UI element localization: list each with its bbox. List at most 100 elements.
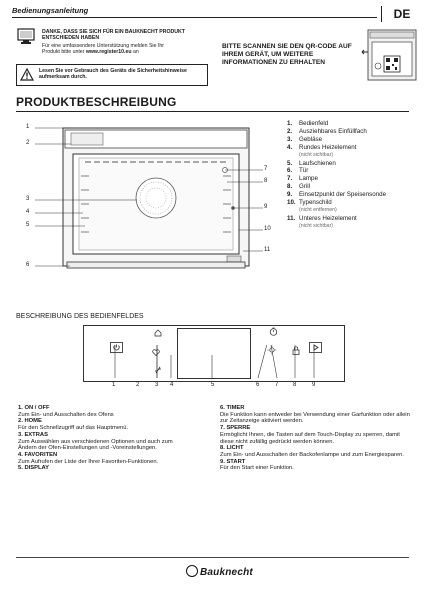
extras-icon	[154, 361, 162, 374]
panel-callout-3: 3	[155, 382, 159, 388]
panel-callout-8: 8	[293, 382, 297, 388]
part-label: Gebläse	[299, 135, 323, 143]
warning-icon	[19, 67, 35, 81]
light-icon	[267, 342, 277, 355]
description-title: 2. HOME	[18, 418, 42, 425]
part-label: Tür	[299, 167, 309, 175]
part-item: 8. Grill	[287, 183, 417, 191]
power-icon	[110, 340, 123, 353]
part-number: 8.	[287, 183, 293, 191]
part-number: 2.	[287, 127, 293, 135]
part-text: Rundes Heizelement(nicht sichtbar)	[299, 144, 356, 160]
part-item: 10.Typenschild(nicht entfernen)	[287, 199, 417, 215]
oven-callout-5: 5	[26, 222, 30, 228]
part-text: Gebläse	[299, 136, 322, 144]
part-label: Typenschild	[299, 199, 332, 207]
oven-diagram	[15, 116, 285, 280]
part-text: Lampe	[299, 175, 318, 183]
description-title: 6. TIMER	[220, 405, 245, 411]
part-item: 7.Lampe	[287, 175, 417, 183]
section-title: PRODUKTBESCHREIBUNG	[16, 95, 177, 109]
register-link[interactable]: www.register10.eu	[85, 49, 132, 55]
description-text: Zum Ein- und Ausschalten des Ofens	[18, 411, 114, 418]
computer-icon	[17, 28, 35, 45]
part-number: 4.	[287, 143, 293, 151]
part-item: 11.Unteres Heizelement(nicht sichtbar)	[287, 215, 417, 231]
oven-callout-2: 2	[26, 140, 30, 146]
panel-callout-1: 1	[112, 382, 116, 388]
qr-scan-text: BITTE SCANNEN SIE DEN QR-CODE AUF IHREM …	[222, 43, 352, 66]
part-number: 9.	[287, 191, 293, 199]
warning-box: Lesen Sie vor Gebrauch des Geräts die Si…	[16, 64, 208, 86]
part-label: Ausziehbares Einfüllfach	[299, 127, 367, 135]
brand-mark-icon	[186, 565, 198, 577]
oven-callout-6: 6	[26, 262, 30, 268]
part-label: Bedienfeld	[299, 120, 329, 127]
part-item: 4. Rundes Heizelement(nicht sichtbar)	[287, 144, 417, 160]
description-text: Zum Ein- und Ausschalten der Backofenlam…	[220, 451, 404, 458]
part-text: Typenschild(nicht entfernen)	[299, 199, 337, 215]
panel-callout-6: 6	[256, 382, 260, 388]
panel-callout-5: 5	[211, 382, 215, 388]
part-number: 3.	[287, 135, 293, 143]
oven-callout-1: 1	[26, 124, 30, 130]
part-text: Ausziehbares Einfüllfach	[299, 128, 367, 136]
footer-divider	[16, 557, 409, 558]
oven-callout-4: 4	[26, 209, 30, 215]
description-title: 4. FAVORITEN	[18, 451, 58, 458]
description-title: 1. ON / OFF	[18, 405, 50, 411]
oven-callout-7: 7	[264, 166, 268, 172]
oven-callout-9: 9	[264, 204, 268, 210]
part-item: 2. Ausziehbares Einfüllfach	[287, 128, 417, 136]
description-text: Zum Aufrufen der Liste der Ihrer Favorit…	[18, 458, 159, 465]
panel-title: BESCHREIBUNG DES BEDIENFELDES	[16, 313, 144, 320]
part-label: Laufschienen	[299, 159, 336, 167]
timer-icon	[269, 323, 278, 336]
oven-callout-10: 10	[264, 226, 271, 232]
display-area	[177, 328, 251, 379]
part-text: Tür	[299, 167, 308, 175]
panel-leader-lines	[83, 324, 343, 380]
description-title: 9. START	[220, 458, 246, 465]
part-label: Einsetzpunkt der Speisensonde	[299, 191, 387, 199]
part-text: Unteres Heizelement(nicht sichtbar)	[299, 215, 357, 231]
part-number: 6.	[287, 167, 293, 175]
manual-title: Bedienungsanleitung	[12, 6, 89, 15]
part-item: 9. Einsetzpunkt der Speisensonde	[287, 191, 417, 199]
panel-callout-9: 9	[312, 382, 316, 388]
warning-text: Lesen Sie vor Gebrauch des Geräts die Si…	[39, 68, 187, 80]
description-text: Für den Start einer Funktion.	[220, 465, 294, 472]
part-label: Rundes Heizelement	[299, 143, 357, 151]
thanks-text: DANKE, DASS SIE SICH FÜR EIN BAUKNECHT P…	[42, 29, 185, 41]
control-panel-illustration	[83, 325, 345, 382]
description-text: Für den Schnellzugriff auf das Hauptmenü…	[18, 425, 129, 432]
oven-qr-illustration	[358, 24, 418, 86]
part-item: 3. Gebläse	[287, 136, 417, 144]
favorites-icon	[152, 343, 160, 356]
panel-callout-4: 4	[170, 382, 174, 388]
description-text: Die Funktion kann entweder bei Verwendun…	[220, 411, 410, 425]
panel-callout-2: 2	[136, 382, 140, 388]
part-text: Bedienfeld	[299, 120, 328, 128]
oven-callout-11: 11	[264, 247, 271, 253]
brand-logo: Bauknecht	[186, 565, 253, 578]
oven-callout-3: 3	[26, 196, 30, 202]
description-text: Zum Auswählen aus verschiedenen Optionen…	[18, 438, 173, 452]
part-note: (nicht sichtbar)	[299, 151, 334, 158]
home-icon	[154, 324, 162, 337]
panel-callout-7: 7	[275, 382, 279, 388]
part-number: 11.	[287, 214, 296, 222]
part-number: 5.	[287, 159, 293, 167]
part-note: (nicht entfernen)	[299, 206, 337, 213]
description-title: 3. EXTRAS	[18, 431, 48, 438]
part-text: Grill	[299, 183, 310, 191]
language-code: DE	[381, 6, 422, 22]
description-title: 5. DISPLAY	[18, 465, 50, 472]
part-label: Lampe	[299, 175, 318, 183]
part-text: Einsetzpunkt der Speisensonde	[299, 191, 386, 199]
part-item: 1.Bedienfeld	[287, 120, 417, 128]
description-text: Ermöglicht Ihnen, die Tasten auf dem Tou…	[220, 431, 400, 445]
